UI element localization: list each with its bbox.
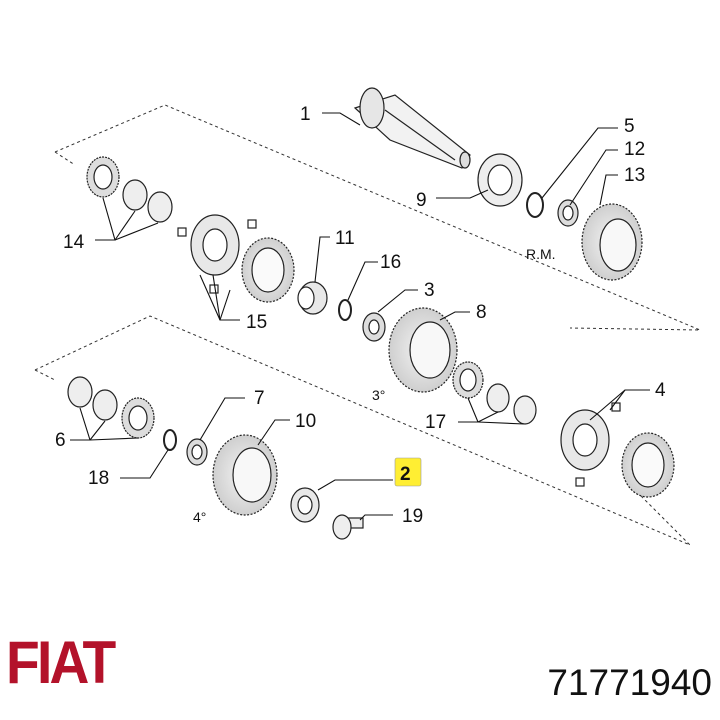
reverse-gear <box>581 203 643 281</box>
synchro-rings-17 <box>452 361 537 425</box>
label-part-12: 12 <box>624 139 645 160</box>
label-part-5: 5 <box>624 116 635 137</box>
synchro-rings-14 <box>86 156 173 223</box>
label-part-2: 2 <box>400 464 411 485</box>
label-part-3: 3 <box>424 280 435 301</box>
highlight-box <box>394 457 422 487</box>
synchronizer-4 <box>560 402 675 498</box>
label-part-15: 15 <box>246 312 267 333</box>
annotation-third-gear: 3° <box>372 387 385 403</box>
part-number: 71771940 <box>547 662 712 703</box>
fiat-logo: FIAT <box>6 629 116 696</box>
needle-bearing-7 <box>186 438 208 466</box>
label-part-19: 19 <box>402 506 423 527</box>
bushing-11 <box>297 281 328 315</box>
label-part-4: 4 <box>655 380 666 401</box>
bolt-19 <box>332 514 364 540</box>
snap-ring-18 <box>163 429 177 451</box>
label-part-7: 7 <box>254 388 265 409</box>
synchro-rings-6 <box>67 376 155 439</box>
needle-bearing-3 <box>362 312 386 342</box>
label-part-13: 13 <box>624 165 645 186</box>
annotation-reverse: R.M. <box>526 246 556 262</box>
label-part-9: 9 <box>416 190 427 211</box>
label-part-8: 8 <box>476 302 487 323</box>
third-gear <box>388 307 458 393</box>
upper-assembly-outline <box>54 104 701 331</box>
bushing-2 <box>290 487 320 523</box>
label-part-18: 18 <box>88 468 109 489</box>
needle-bearing-12 <box>557 199 579 227</box>
label-part-1: 1 <box>300 104 311 125</box>
label-part-11: 11 <box>335 228 355 249</box>
snap-ring-5 <box>526 192 544 218</box>
label-part-17: 17 <box>425 412 446 433</box>
annotation-fourth-gear: 4° <box>193 509 206 525</box>
label-part-16: 16 <box>380 252 401 273</box>
input-shaft <box>353 87 471 169</box>
label-part-6: 6 <box>55 430 66 451</box>
synchronizer-15 <box>177 214 295 303</box>
leader-lines <box>70 112 650 521</box>
fourth-gear <box>212 434 278 516</box>
snap-ring-16 <box>338 299 352 321</box>
label-part-14: 14 <box>63 232 85 253</box>
bearing <box>477 153 523 207</box>
label-part-10: 10 <box>295 411 316 432</box>
lower-assembly-outline <box>34 315 691 546</box>
